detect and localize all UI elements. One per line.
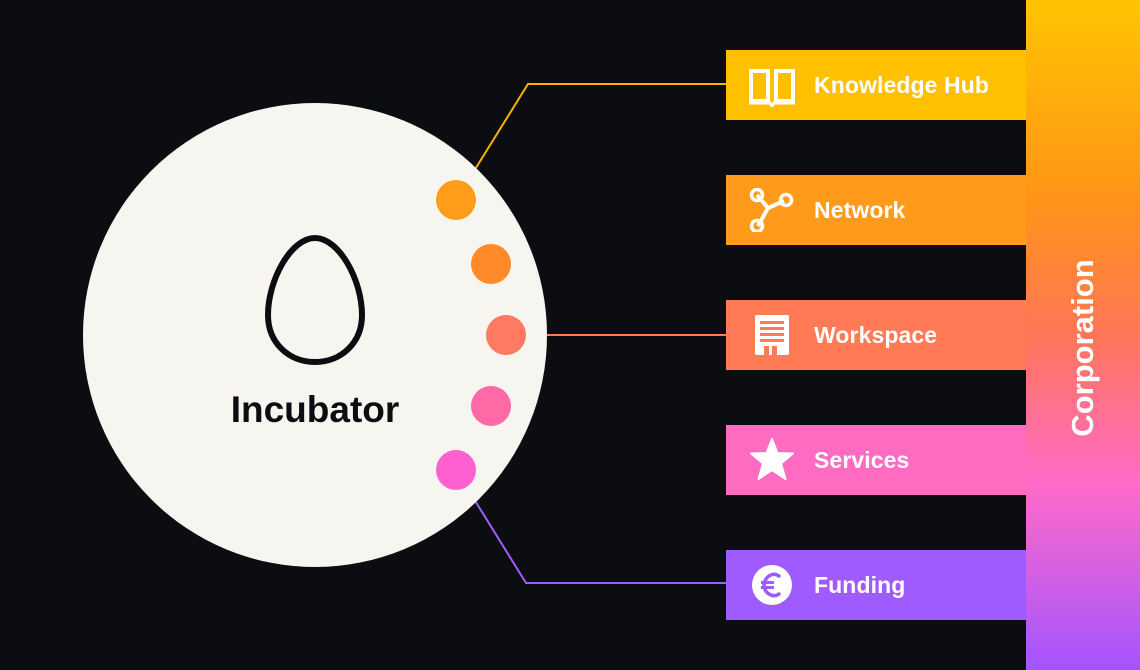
connector-dot-5 <box>436 450 476 490</box>
offering-bar-network: Network <box>726 175 1026 245</box>
offering-bar-workspace: Workspace <box>726 300 1026 370</box>
offering-label-knowledge-hub: Knowledge Hub <box>814 72 990 98</box>
offering-label-network: Network <box>814 197 906 223</box>
offering-bar-funding: Funding <box>726 550 1026 620</box>
connector-line-funding <box>455 469 726 584</box>
incubator-label: Incubator <box>230 389 400 430</box>
building-icon <box>755 315 789 355</box>
offering-label-services: Services <box>814 447 910 473</box>
open-book-icon <box>749 69 795 107</box>
network-nodes-icon <box>749 188 794 232</box>
offering-label-workspace: Workspace <box>814 322 938 348</box>
connector-dot-1 <box>436 180 476 220</box>
connector-line-knowledge-hub <box>455 83 726 201</box>
incubator-circle <box>83 103 547 567</box>
connector-dot-4 <box>471 386 511 426</box>
star-icon <box>750 438 794 480</box>
offering-label-funding: Funding <box>814 572 906 598</box>
corporation-label: Corporation <box>1065 259 1100 437</box>
egg-icon <box>264 234 366 366</box>
offering-bar-services: Services <box>726 425 1026 495</box>
euro-coin-icon <box>752 565 792 605</box>
offering-bar-knowledge-hub: Knowledge Hub <box>726 50 1026 120</box>
connector-dot-3 <box>486 315 526 355</box>
corporation-band <box>1026 0 1140 670</box>
connector-dot-2 <box>471 244 511 284</box>
